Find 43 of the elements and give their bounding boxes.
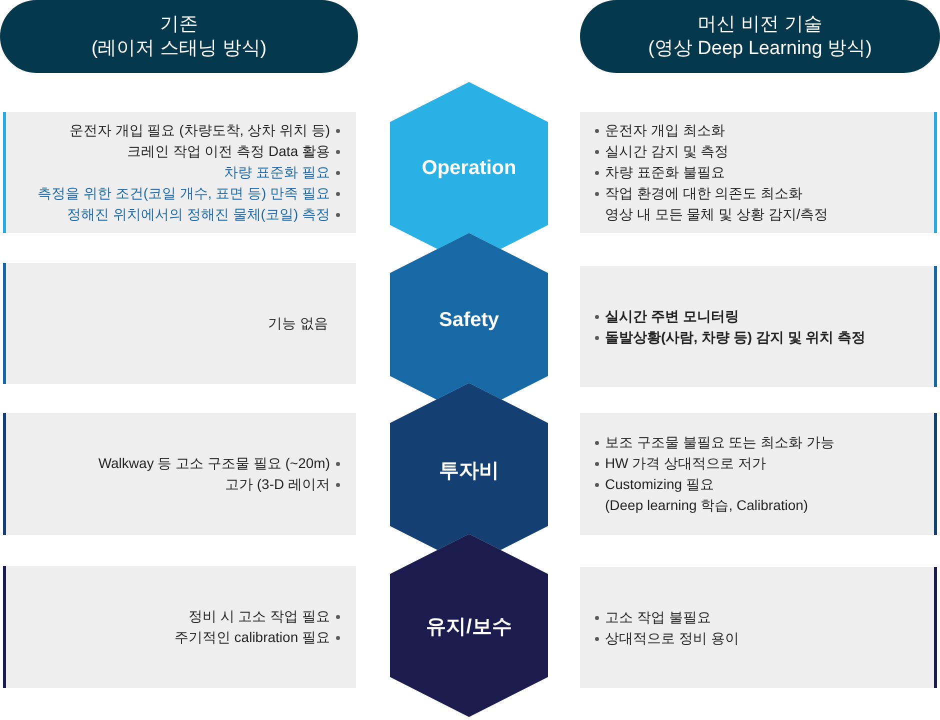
list-item: 실시간 감지 및 측정 (605, 142, 729, 161)
hexagon (390, 82, 548, 249)
hexagon (390, 233, 548, 400)
header-subtitle: (레이저 스태닝 방식) (91, 36, 267, 60)
text-panel (580, 567, 937, 688)
list-item: 정비 시 고소 작업 필요 (188, 607, 330, 626)
text-panel (580, 413, 937, 535)
list-item: 실시간 주변 모니터링 (605, 306, 739, 326)
list-item: HW 가격 상대적으로 저가 (605, 454, 766, 473)
hexagon-label: 투자비 (439, 459, 499, 483)
list-item: 보조 구조물 불필요 또는 최소화 가능 (605, 433, 834, 452)
text-panel (580, 112, 937, 233)
list-item: 크레인 작업 이전 측정 Data 활용 (126, 142, 330, 161)
list-item: 운전자 개입 최소화 (605, 121, 725, 140)
list-item: Customizing 필요 (Deep learning 학습, Calibration) (605, 475, 808, 515)
text-panel (3, 413, 356, 535)
header-pill (580, 0, 940, 73)
list-item: 작업 환경에 대한 의존도 최소화 영상 내 모든 물체 및 상황 감지/측정 (605, 184, 828, 224)
header-title: 머신 비전 기술 (698, 12, 822, 36)
list-item: 고가 (3-D 레이저 (225, 475, 330, 494)
header-subtitle: (영상 Deep Learning 방식) (648, 36, 872, 60)
list-item: 주기적인 calibration 필요 (174, 628, 330, 647)
hexagon (390, 534, 548, 717)
list-item: 고소 작업 불필요 (605, 608, 711, 626)
text-panel (3, 566, 356, 688)
list-item: 차량 표준화 불필요 (605, 163, 725, 182)
list-item: 정해진 위치에서의 정해진 물체(코일) 측정 (67, 205, 330, 224)
list-item: 차량 표준화 필요 (224, 163, 330, 182)
header-title: 기존 (160, 12, 198, 36)
text-panel (580, 266, 937, 387)
panel-text: 기능 없음 (268, 314, 328, 333)
hexagon-label: 유지/보수 (426, 615, 512, 639)
list-item: 돌발상황(사람, 차량 등) 감지 및 위치 측정 (605, 328, 866, 347)
list-item: 측정을 위한 조건(코일 개수, 표면 등) 만족 필요 (38, 184, 330, 203)
list-item: 운전자 개입 필요 (차량도착, 상차 위치 등) (69, 121, 330, 140)
text-panel (3, 112, 356, 233)
hexagon (390, 383, 548, 550)
hexagon-label: Operation (422, 156, 516, 180)
header-pill (0, 0, 358, 73)
list-item: Walkway 등 고소 구조물 필요 (~20m) (98, 454, 330, 473)
text-panel (3, 263, 356, 384)
list-item: 상대적으로 정비 용이 (605, 628, 739, 648)
hexagon-label: Safety (438, 308, 500, 332)
